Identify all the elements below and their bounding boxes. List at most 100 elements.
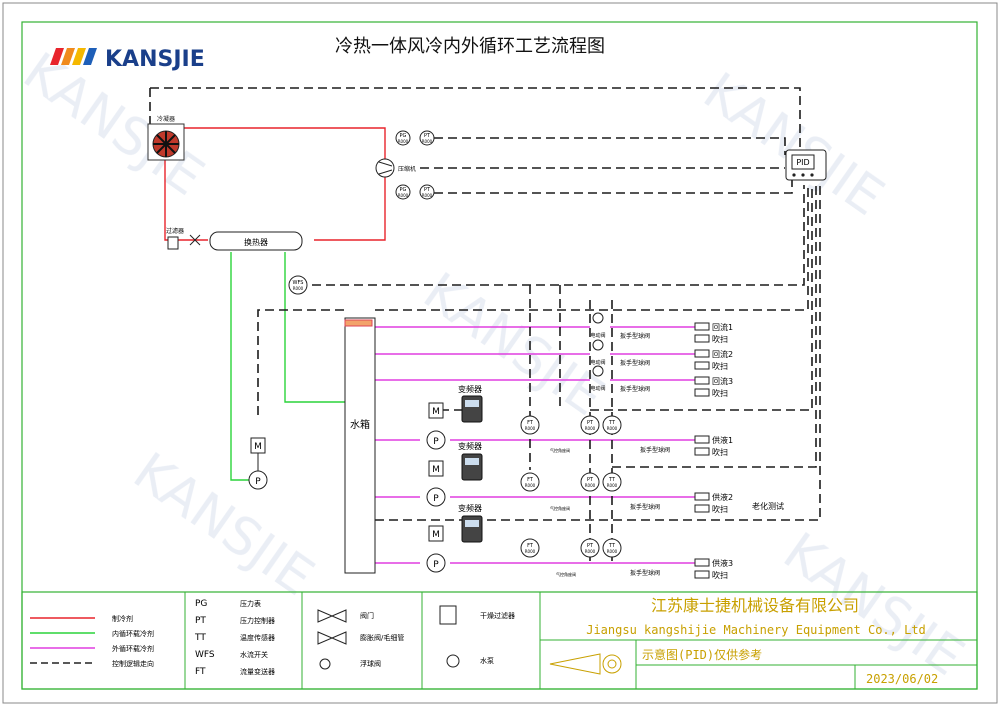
water-tank-body [344,317,376,574]
vfd-icon [461,515,483,543]
vfd-screen [465,400,479,407]
vfd-label: 变频器 [458,384,482,394]
filter-drier: 过滤器 [166,227,201,250]
filter-symbol-icon [439,605,457,625]
vfd-screen [465,520,479,527]
company-name-cn: 江苏康士捷机械设备有限公司 [651,596,859,615]
pid-label: PID [796,158,809,167]
watermark-text: KANSJIE [123,441,325,607]
pid-led [801,173,805,177]
abbr-code: FT [195,667,206,677]
motor-label: M [254,442,262,452]
pid-controller: PID [785,149,827,181]
tt-gauge [602,538,622,558]
purge-label: 吹扫 [712,334,728,344]
connector-icon [694,322,710,331]
motor-label: M [432,530,440,540]
wfs-switch: WFS R000 [288,275,308,295]
diagram-title: 冷热一体风冷内外循环工艺流程图 [335,36,605,57]
pg-gauge [395,184,411,200]
connector-icon [694,558,710,567]
connector-icon [694,334,710,343]
return-1-label: 回流1 [712,322,733,332]
ft-gauge [520,538,540,558]
wrench-valve-label: 扳手型球阀 [620,332,650,340]
abbr-desc: 压力表 [240,599,261,608]
pump-label: P [433,437,439,447]
return-valves: 电动阀 电动阀 电动阀 扳手型球阀 扳手型球阀 扳手型球阀 [590,312,650,393]
vfd-icon [461,395,483,423]
gauge-tag: R000 [607,549,618,554]
gas-valve-label: 气控角座阀 [550,505,570,511]
aging-test-label: 老化测试 [752,501,784,511]
pid-display [791,154,815,170]
pump-icon [426,430,446,450]
gauge-tag: R000 [585,483,596,488]
wrench-valve-label: 扳手型球阀 [630,569,660,577]
abbr-desc: 水流开关 [240,650,268,659]
legend-line-label: 控制逻辑走向 [112,659,154,668]
outer-pump-2: M P 变频器 [426,441,483,507]
condenser: 冷凝器 [147,115,185,161]
expansion-valve-icon [189,234,201,246]
symbol-label: 浮球阀 [360,659,381,668]
compressor-icon [375,158,395,178]
return-2-label: 回流2 [712,349,733,359]
electric-valve-icon [592,312,604,324]
inner-pump: M P [248,437,268,490]
logo-stripe [72,48,86,65]
wrench-valve-label: 扳手型球阀 [640,446,670,454]
symbol-label: 水泵 [480,656,494,665]
legend-line-label: 内循环载冷剂 [112,629,154,638]
pt-gauge [580,538,600,558]
compressor: 压缩机 [375,158,416,178]
supply-instruments: FT R000 PT R000 TT R000 FT R000 PT R000 … [520,415,670,577]
tt-gauge [602,472,622,492]
pump-label: P [433,494,439,504]
company-name-en: Jiangsu kangshijie Machinery Equipment C… [586,623,926,637]
gauge-label: PT [424,133,431,139]
filter-icon [167,236,179,250]
gauge-label: TT [608,477,616,483]
wfs-tag: R000 [293,286,304,291]
legend-symbols: 阀门 膨胀阀/毛细管 浮球阀 干燥过滤器 水泵 [317,605,515,670]
wfs-icon [288,275,308,295]
pid-led [810,173,814,177]
gauge-tag: R000 [525,483,536,488]
gauge-label: FT [527,477,534,483]
symbol-label: 膨胀阀/毛细管 [360,633,404,642]
gauge-tag: R000 [607,426,618,431]
wrench-valve-label: 扳手型球阀 [630,503,660,511]
pt-gauge [580,415,600,435]
heat-exchanger-body [209,231,303,251]
supply-2-label: 供液2 [712,492,733,502]
motor-label: M [432,465,440,475]
connector-icon [694,570,710,579]
supply-1-label: 供液1 [712,435,733,445]
watermark-text: KANSJIE [693,61,895,227]
gauge-label: FT [527,420,534,426]
electric-valve-label: 电动阀 [590,385,605,392]
control-line [312,185,805,286]
gauge-label: PT [587,420,594,426]
control-line [420,137,786,155]
inner-loop-line [284,252,345,403]
gauge-label: TT [608,543,616,549]
purge-label: 吹扫 [712,361,728,371]
float-valve-symbol-icon [319,658,331,670]
purge-label: 吹扫 [712,504,728,514]
return-3-label: 回流3 [712,376,733,386]
gas-valve-label: 气控角座阀 [550,447,570,453]
wfs-label: WFS [293,280,304,286]
logo-stripe [83,48,97,65]
tank-heater [344,319,373,327]
electric-valve-icon [592,339,604,351]
gauge-label: PG [400,187,407,193]
abbr-code: TT [194,633,206,643]
connector-icon [694,447,710,456]
gauge-tag: R000 [525,549,536,554]
outer-pump-3: M P 变频器 [426,503,483,573]
gauge-tag: R000 [398,193,409,198]
control-line [529,285,561,470]
heat-exchanger: 换热器 [209,231,303,251]
